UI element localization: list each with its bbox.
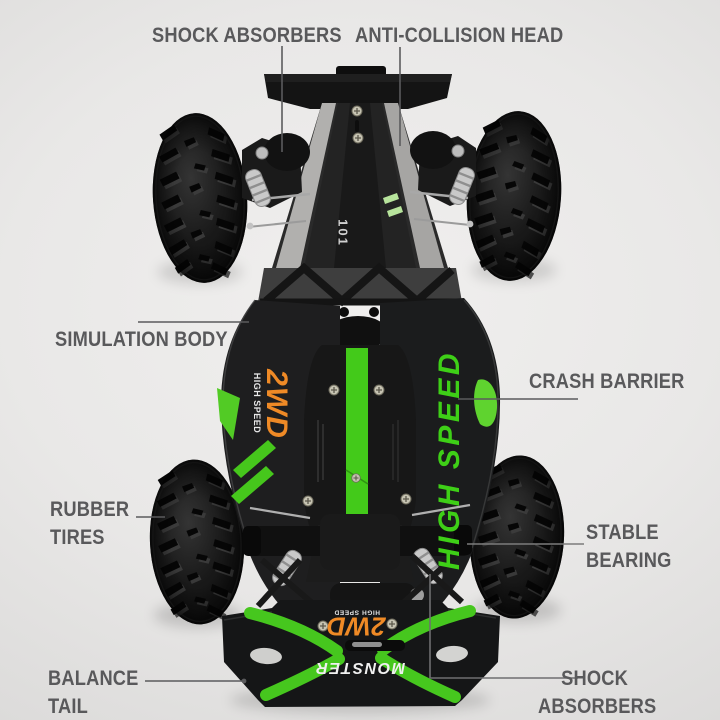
decal-right-high-speed: HIGH SPEED <box>433 349 466 571</box>
green-center-stripe <box>346 348 368 528</box>
nose-green-slashes <box>383 193 403 217</box>
front-right-tire <box>461 108 567 284</box>
front-suspension <box>242 131 478 230</box>
right-green-accent <box>474 379 498 427</box>
decal-left-high-speed: HIGH SPEED <box>252 372 262 434</box>
decal-tail-2wd: 2WD <box>326 611 386 642</box>
tail-slot-left <box>250 647 282 665</box>
leader-balance-tail <box>145 678 247 684</box>
label-simulation-body: SIMULATION BODY <box>55 328 228 351</box>
label-stable-bearing: STABLE BEARING <box>586 521 672 572</box>
leader-shock-absorbers-rear <box>429 574 578 679</box>
label-shock-absorbers-rear: SHOCK ABSORBERS <box>538 667 657 718</box>
label-crash-barrier: CRASH BARRIER <box>529 370 685 393</box>
tail-slot-right <box>436 645 468 663</box>
decal-nose-101: 101 <box>335 219 351 247</box>
decal-left-2wd: 2WD <box>260 369 293 439</box>
left-green-wedge <box>217 388 240 440</box>
label-shock-absorbers-front: SHOCK ABSORBERS <box>152 24 342 47</box>
label-anti-collision-head: ANTI-COLLISION HEAD <box>355 24 564 47</box>
left-green-stripes <box>231 440 276 504</box>
label-balance-tail: BALANCE TAIL <box>48 667 139 718</box>
front-left-tire <box>147 110 253 286</box>
center-cover <box>302 345 416 562</box>
decal-tail-monster: MONSTER <box>314 659 406 676</box>
label-rubber-tires: RUBBER TIRES <box>50 498 130 549</box>
leader-lines <box>136 46 584 684</box>
roll-cage <box>258 262 462 350</box>
